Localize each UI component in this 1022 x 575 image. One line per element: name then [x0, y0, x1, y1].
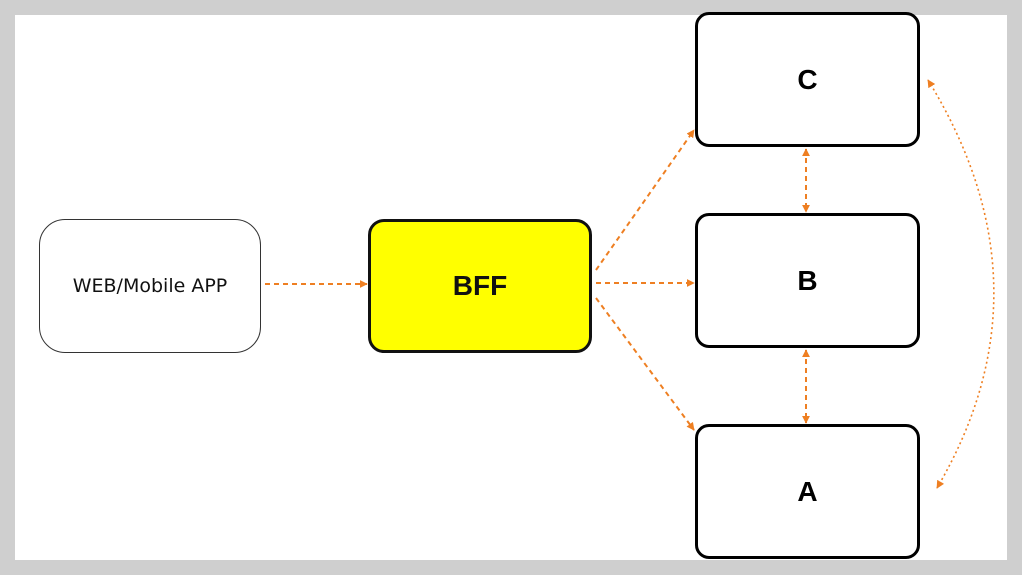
service-b-label: B — [797, 264, 818, 296]
bff-label: BFF — [452, 270, 508, 301]
service-c-label: C — [797, 63, 818, 95]
web-mobile-app-node: WEB/Mobile APP — [39, 219, 261, 353]
service-c-node: C — [695, 12, 920, 147]
web-mobile-app-label: WEB/Mobile APP — [72, 275, 228, 297]
edge-bff-to-a — [595, 297, 695, 431]
service-a-node: A — [695, 424, 920, 559]
bff-node: BFF — [368, 219, 592, 353]
edge-c-a-curve — [927, 79, 995, 489]
edge-bff-to-c — [595, 129, 695, 271]
service-a-label: A — [797, 475, 818, 507]
service-b-node: B — [695, 213, 920, 348]
